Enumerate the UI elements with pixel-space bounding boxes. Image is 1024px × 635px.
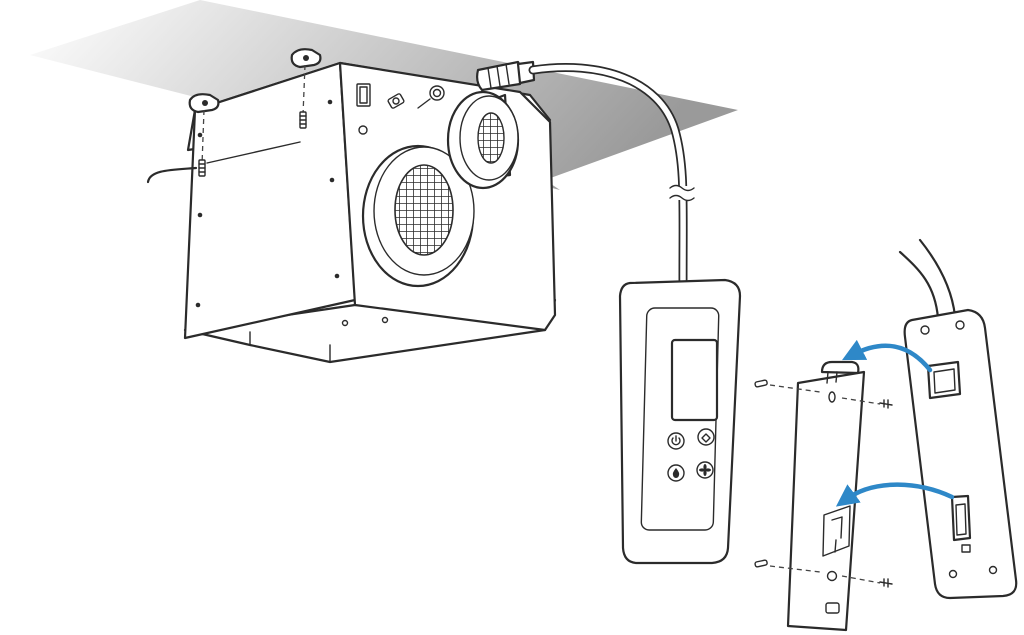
inlet-grille — [394, 164, 454, 256]
arrow-icon — [841, 339, 933, 373]
plate-hook — [822, 505, 851, 557]
fan-button — [696, 461, 714, 479]
power-button — [667, 432, 685, 450]
power-cord — [146, 166, 198, 184]
wall-anchor — [754, 559, 768, 568]
back-slot-top — [926, 360, 962, 400]
mounting-screw — [299, 111, 307, 129]
wall-screw — [879, 578, 893, 588]
power-icon — [671, 435, 681, 446]
mounting-bracket-right — [290, 48, 322, 69]
wall-mount-plate — [786, 360, 866, 632]
outlet-grille — [477, 112, 505, 164]
controller-display — [670, 338, 719, 422]
dehumidifier-unit — [146, 48, 557, 364]
drop-icon — [672, 468, 680, 478]
mode-icon — [701, 433, 711, 443]
controller-panel — [618, 278, 742, 565]
arrow-icon — [835, 482, 955, 507]
plug-connector — [417, 85, 445, 109]
back-slot-bottom — [950, 494, 972, 553]
mode-button — [697, 428, 715, 446]
outlet-duct — [446, 90, 520, 190]
mounting-screw — [198, 159, 206, 177]
wall-screw — [879, 399, 893, 409]
wall-anchor — [754, 379, 768, 388]
humidity-button — [667, 464, 685, 482]
fan-icon — [699, 464, 711, 476]
controller-cable — [476, 60, 695, 285]
screw-hole — [358, 125, 368, 135]
inlet-duct — [361, 144, 475, 288]
mounting-bracket-left — [188, 93, 220, 114]
controller-back — [898, 238, 1018, 600]
side-screws — [195, 99, 340, 308]
drain-connector — [387, 93, 405, 109]
